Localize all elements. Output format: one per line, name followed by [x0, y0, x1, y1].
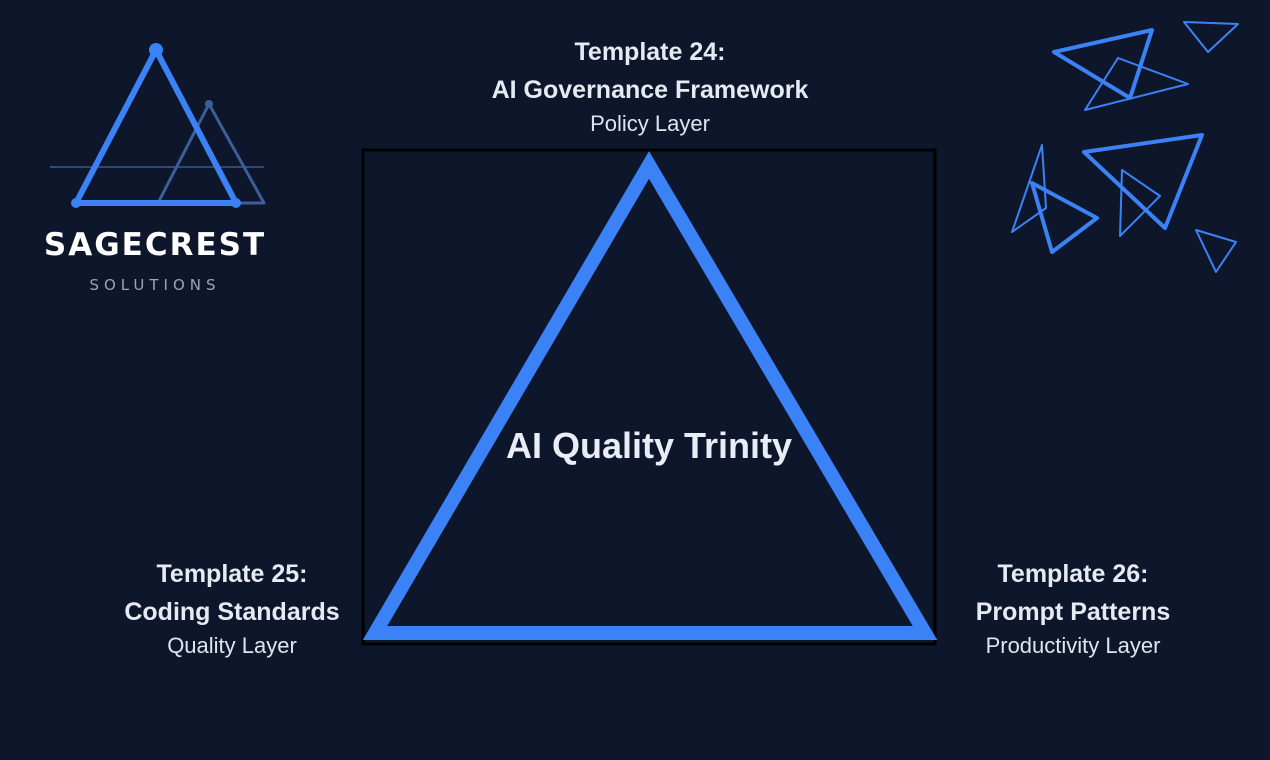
- brand-name: SAGECREST: [43, 227, 267, 263]
- center-title: AI Quality Trinity: [505, 425, 793, 466]
- node-left-label: Template 25: Coding Standards Quality La…: [92, 555, 372, 661]
- node-right-title: Prompt Patterns: [975, 598, 1171, 626]
- node-top-label: Template 24: AI Governance Framework Pol…: [420, 33, 880, 139]
- node-right-label: Template 26: Prompt Patterns Productivit…: [943, 555, 1203, 661]
- node-top-layer: Policy Layer: [590, 111, 710, 136]
- logo-triangle-icon: [50, 43, 266, 208]
- node-left-template: Template 25:: [156, 560, 308, 588]
- decorative-triangles-icon: [1011, 21, 1239, 273]
- node-top-title: AI Governance Framework: [491, 76, 809, 104]
- trinity-triangle: [362, 151, 938, 640]
- brand-tagline: SOLUTIONS: [89, 276, 221, 294]
- diagram-frame: [361, 148, 937, 646]
- node-top-template: Template 24:: [574, 38, 726, 66]
- node-left-layer: Quality Layer: [167, 633, 297, 658]
- node-right-template: Template 26:: [997, 560, 1149, 588]
- node-right-layer: Productivity Layer: [985, 633, 1161, 658]
- node-left-title: Coding Standards: [124, 598, 340, 626]
